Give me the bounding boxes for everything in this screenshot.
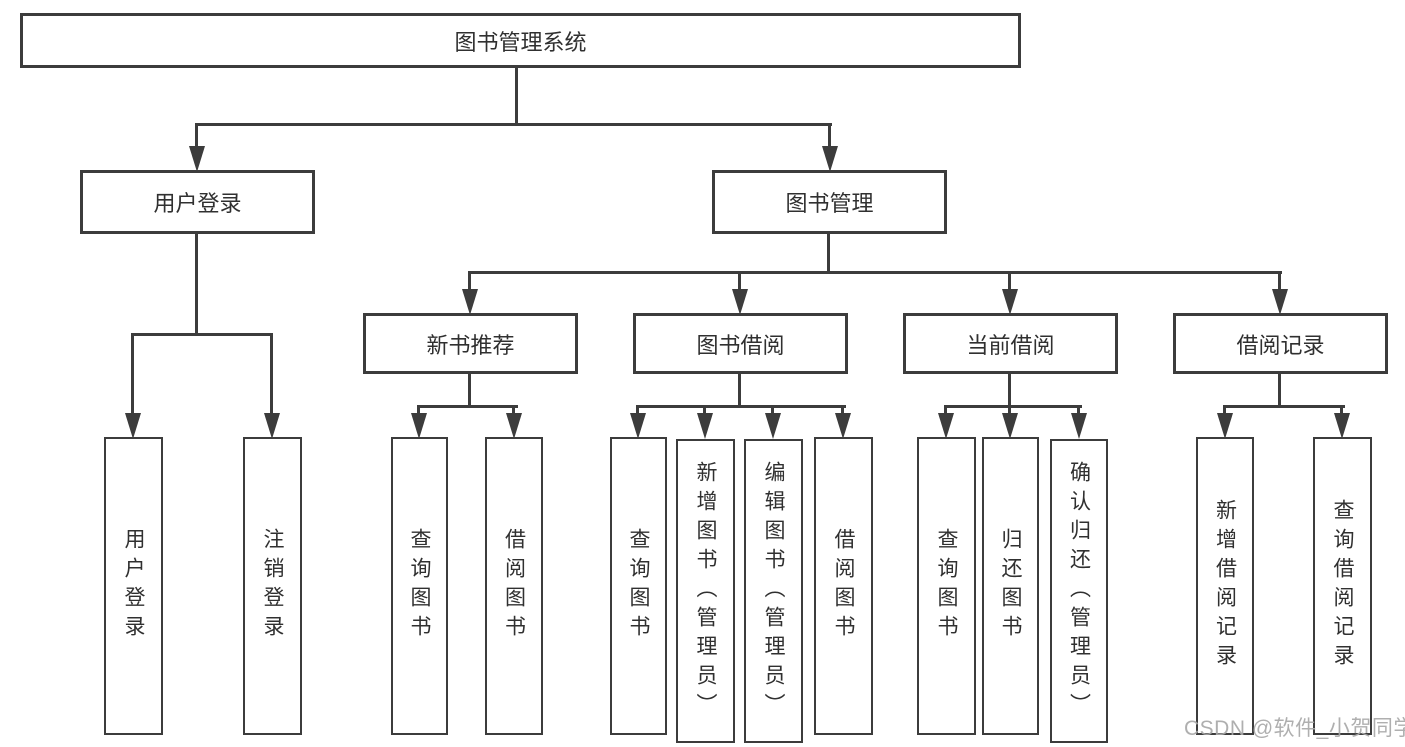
node-current-borrow-label: 当前借阅 xyxy=(966,332,1055,358)
leaf-borrow-books-borrow: 借阅图书 xyxy=(814,437,873,735)
node-book-borrow-label: 图书借阅 xyxy=(696,332,785,358)
arrowhead-down-icon xyxy=(630,413,646,439)
leaf-user-login: 用户登录 xyxy=(104,437,163,735)
connector-borrowmod-drop-2 xyxy=(703,405,706,417)
arrowhead-down-icon xyxy=(411,413,427,439)
connector-records-drop-2 xyxy=(1340,405,1343,417)
node-borrow-records-label: 借阅记录 xyxy=(1236,332,1325,358)
connector-borrowmod-stem xyxy=(738,372,741,408)
connector-current-drop-2 xyxy=(1008,405,1011,417)
connector-borrowmod-drop-3 xyxy=(771,405,774,417)
node-root-label: 图书管理系统 xyxy=(454,29,587,55)
node-current-borrow: 当前借阅 xyxy=(903,313,1118,374)
connector-bookmgmt-drop-2 xyxy=(738,271,741,291)
connector-root-hbar xyxy=(195,123,832,126)
connector-root-stem xyxy=(515,68,518,126)
csdn-watermark: CSDN @软件_小贺同学 xyxy=(1184,717,1405,740)
connector-userlogin-drop-1 xyxy=(131,333,134,415)
arrowhead-down-icon xyxy=(732,289,748,315)
connector-userlogin-hbar xyxy=(131,333,273,336)
leaf-logout-login: 注销登录 xyxy=(243,437,302,735)
connector-recommend-drop-2 xyxy=(512,405,515,417)
connector-root-drop-right xyxy=(828,123,831,148)
leaf-query-books-recommend: 查询图书 xyxy=(391,437,448,735)
node-root: 图书管理系统 xyxy=(20,13,1021,68)
connector-current-drop-3 xyxy=(1077,405,1080,417)
arrowhead-down-icon xyxy=(125,413,141,439)
node-user-login-label: 用户登录 xyxy=(153,191,242,216)
connector-root-drop-left xyxy=(195,123,198,148)
connector-records-drop-1 xyxy=(1223,405,1226,417)
arrowhead-down-icon xyxy=(1334,413,1350,439)
arrowhead-down-icon xyxy=(835,413,851,439)
connector-bookmgmt-stem xyxy=(827,232,830,274)
arrowhead-down-icon xyxy=(189,146,205,172)
connector-current-drop-1 xyxy=(944,405,947,417)
leaf-add-borrow-record: 新增借阅记录 xyxy=(1196,437,1254,735)
arrowhead-down-icon xyxy=(1002,289,1018,315)
arrowhead-down-icon xyxy=(506,413,522,439)
node-book-borrow: 图书借阅 xyxy=(633,313,848,374)
node-borrow-records: 借阅记录 xyxy=(1173,313,1388,374)
arrowhead-down-icon xyxy=(765,413,781,439)
connector-bookmgmt-drop-1 xyxy=(468,271,471,291)
leaf-query-borrow-record: 查询借阅记录 xyxy=(1313,437,1372,735)
node-book-management-label: 图书管理 xyxy=(785,191,874,216)
connector-bookmgmt-drop-4 xyxy=(1278,271,1281,291)
leaf-add-books-admin: 新增图书（管理员） xyxy=(676,439,735,743)
leaf-confirm-return-admin: 确认归还（管理员） xyxy=(1050,439,1108,743)
connector-records-hbar xyxy=(1223,405,1345,408)
connector-bookmgmt-drop-3 xyxy=(1008,271,1011,291)
connector-borrowmod-drop-1 xyxy=(636,405,639,417)
connector-userlogin-stem xyxy=(195,232,198,336)
arrowhead-down-icon xyxy=(938,413,954,439)
leaf-return-books: 归还图书 xyxy=(982,437,1039,735)
connector-current-hbar xyxy=(944,405,1082,408)
connector-bookmgmt-hbar xyxy=(468,271,1282,274)
leaf-query-books-current: 查询图书 xyxy=(917,437,976,735)
connector-recommend-stem xyxy=(468,372,471,408)
connector-recommend-hbar xyxy=(417,405,518,408)
arrowhead-down-icon xyxy=(462,289,478,315)
connector-records-stem xyxy=(1278,372,1281,408)
arrowhead-down-icon xyxy=(1071,413,1087,439)
leaf-borrow-books-recommend: 借阅图书 xyxy=(485,437,543,735)
arrowhead-down-icon xyxy=(264,413,280,439)
connector-borrowmod-hbar xyxy=(636,405,846,408)
connector-borrowmod-drop-4 xyxy=(841,405,844,417)
leaf-edit-books-admin: 编辑图书（管理员） xyxy=(744,439,803,743)
arrowhead-down-icon xyxy=(697,413,713,439)
connector-recommend-drop-1 xyxy=(417,405,420,417)
connector-userlogin-drop-2 xyxy=(270,333,273,415)
node-new-book-recommend-label: 新书推荐 xyxy=(426,332,515,358)
arrowhead-down-icon xyxy=(1272,289,1288,315)
node-new-book-recommend: 新书推荐 xyxy=(363,313,578,374)
connector-current-stem xyxy=(1008,372,1011,408)
node-user-login: 用户登录 xyxy=(80,170,315,234)
node-book-management: 图书管理 xyxy=(712,170,947,234)
arrowhead-down-icon xyxy=(1217,413,1233,439)
arrowhead-down-icon xyxy=(822,146,838,172)
leaf-query-books-borrow: 查询图书 xyxy=(610,437,667,735)
arrowhead-down-icon xyxy=(1002,413,1018,439)
